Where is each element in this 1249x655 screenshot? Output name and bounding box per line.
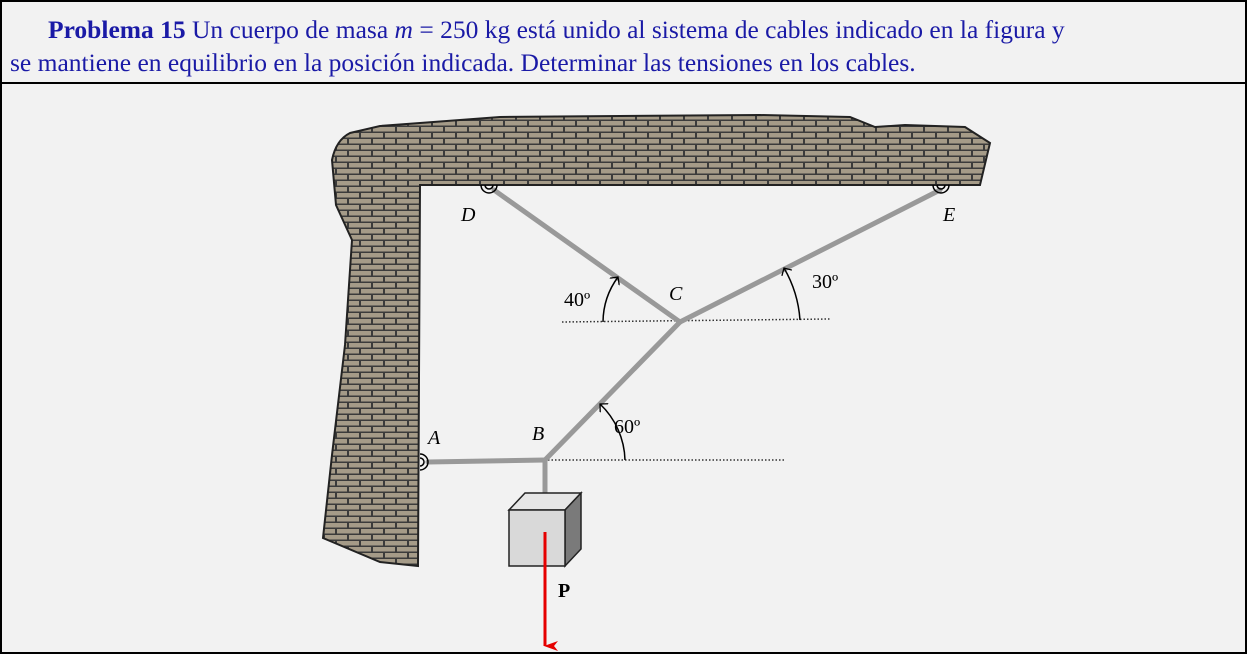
force-label-p: P bbox=[558, 580, 570, 602]
support-a bbox=[419, 453, 429, 471]
reference-line-c bbox=[561, 318, 831, 323]
statement-text-1: Un cuerpo de masa bbox=[192, 15, 389, 44]
label-a: A bbox=[426, 427, 441, 449]
problem-statement: Problema 15 Un cuerpo de masa m = 250 kg… bbox=[0, 0, 1247, 84]
angle-label-30: 30º bbox=[812, 271, 838, 293]
angle-label-60: 60º bbox=[614, 416, 640, 438]
label-d: D bbox=[460, 204, 476, 226]
problem-label: Problema 15 bbox=[48, 15, 186, 44]
mass-block bbox=[507, 491, 583, 568]
support-e bbox=[932, 184, 950, 194]
label-e: E bbox=[942, 204, 955, 226]
mass-symbol: m bbox=[394, 15, 413, 44]
statement-text-2: = 250 kg está unido al sistema de cables… bbox=[419, 15, 1065, 44]
statement-text-3: se mantiene en equilibrio en la posición… bbox=[10, 48, 916, 77]
angle-arc-60 bbox=[600, 404, 626, 461]
cable-bc bbox=[542, 319, 683, 463]
support-d bbox=[480, 184, 498, 194]
angle-label-40: 40º bbox=[564, 289, 590, 311]
angle-arc-40 bbox=[602, 277, 618, 323]
label-b: B bbox=[532, 423, 544, 445]
wall-ceiling bbox=[321, 113, 992, 568]
cable-dc bbox=[491, 187, 683, 325]
cable-ce bbox=[677, 187, 943, 325]
angle-arc-30 bbox=[784, 268, 801, 321]
label-c: C bbox=[669, 283, 683, 305]
cable-ab bbox=[425, 457, 548, 465]
